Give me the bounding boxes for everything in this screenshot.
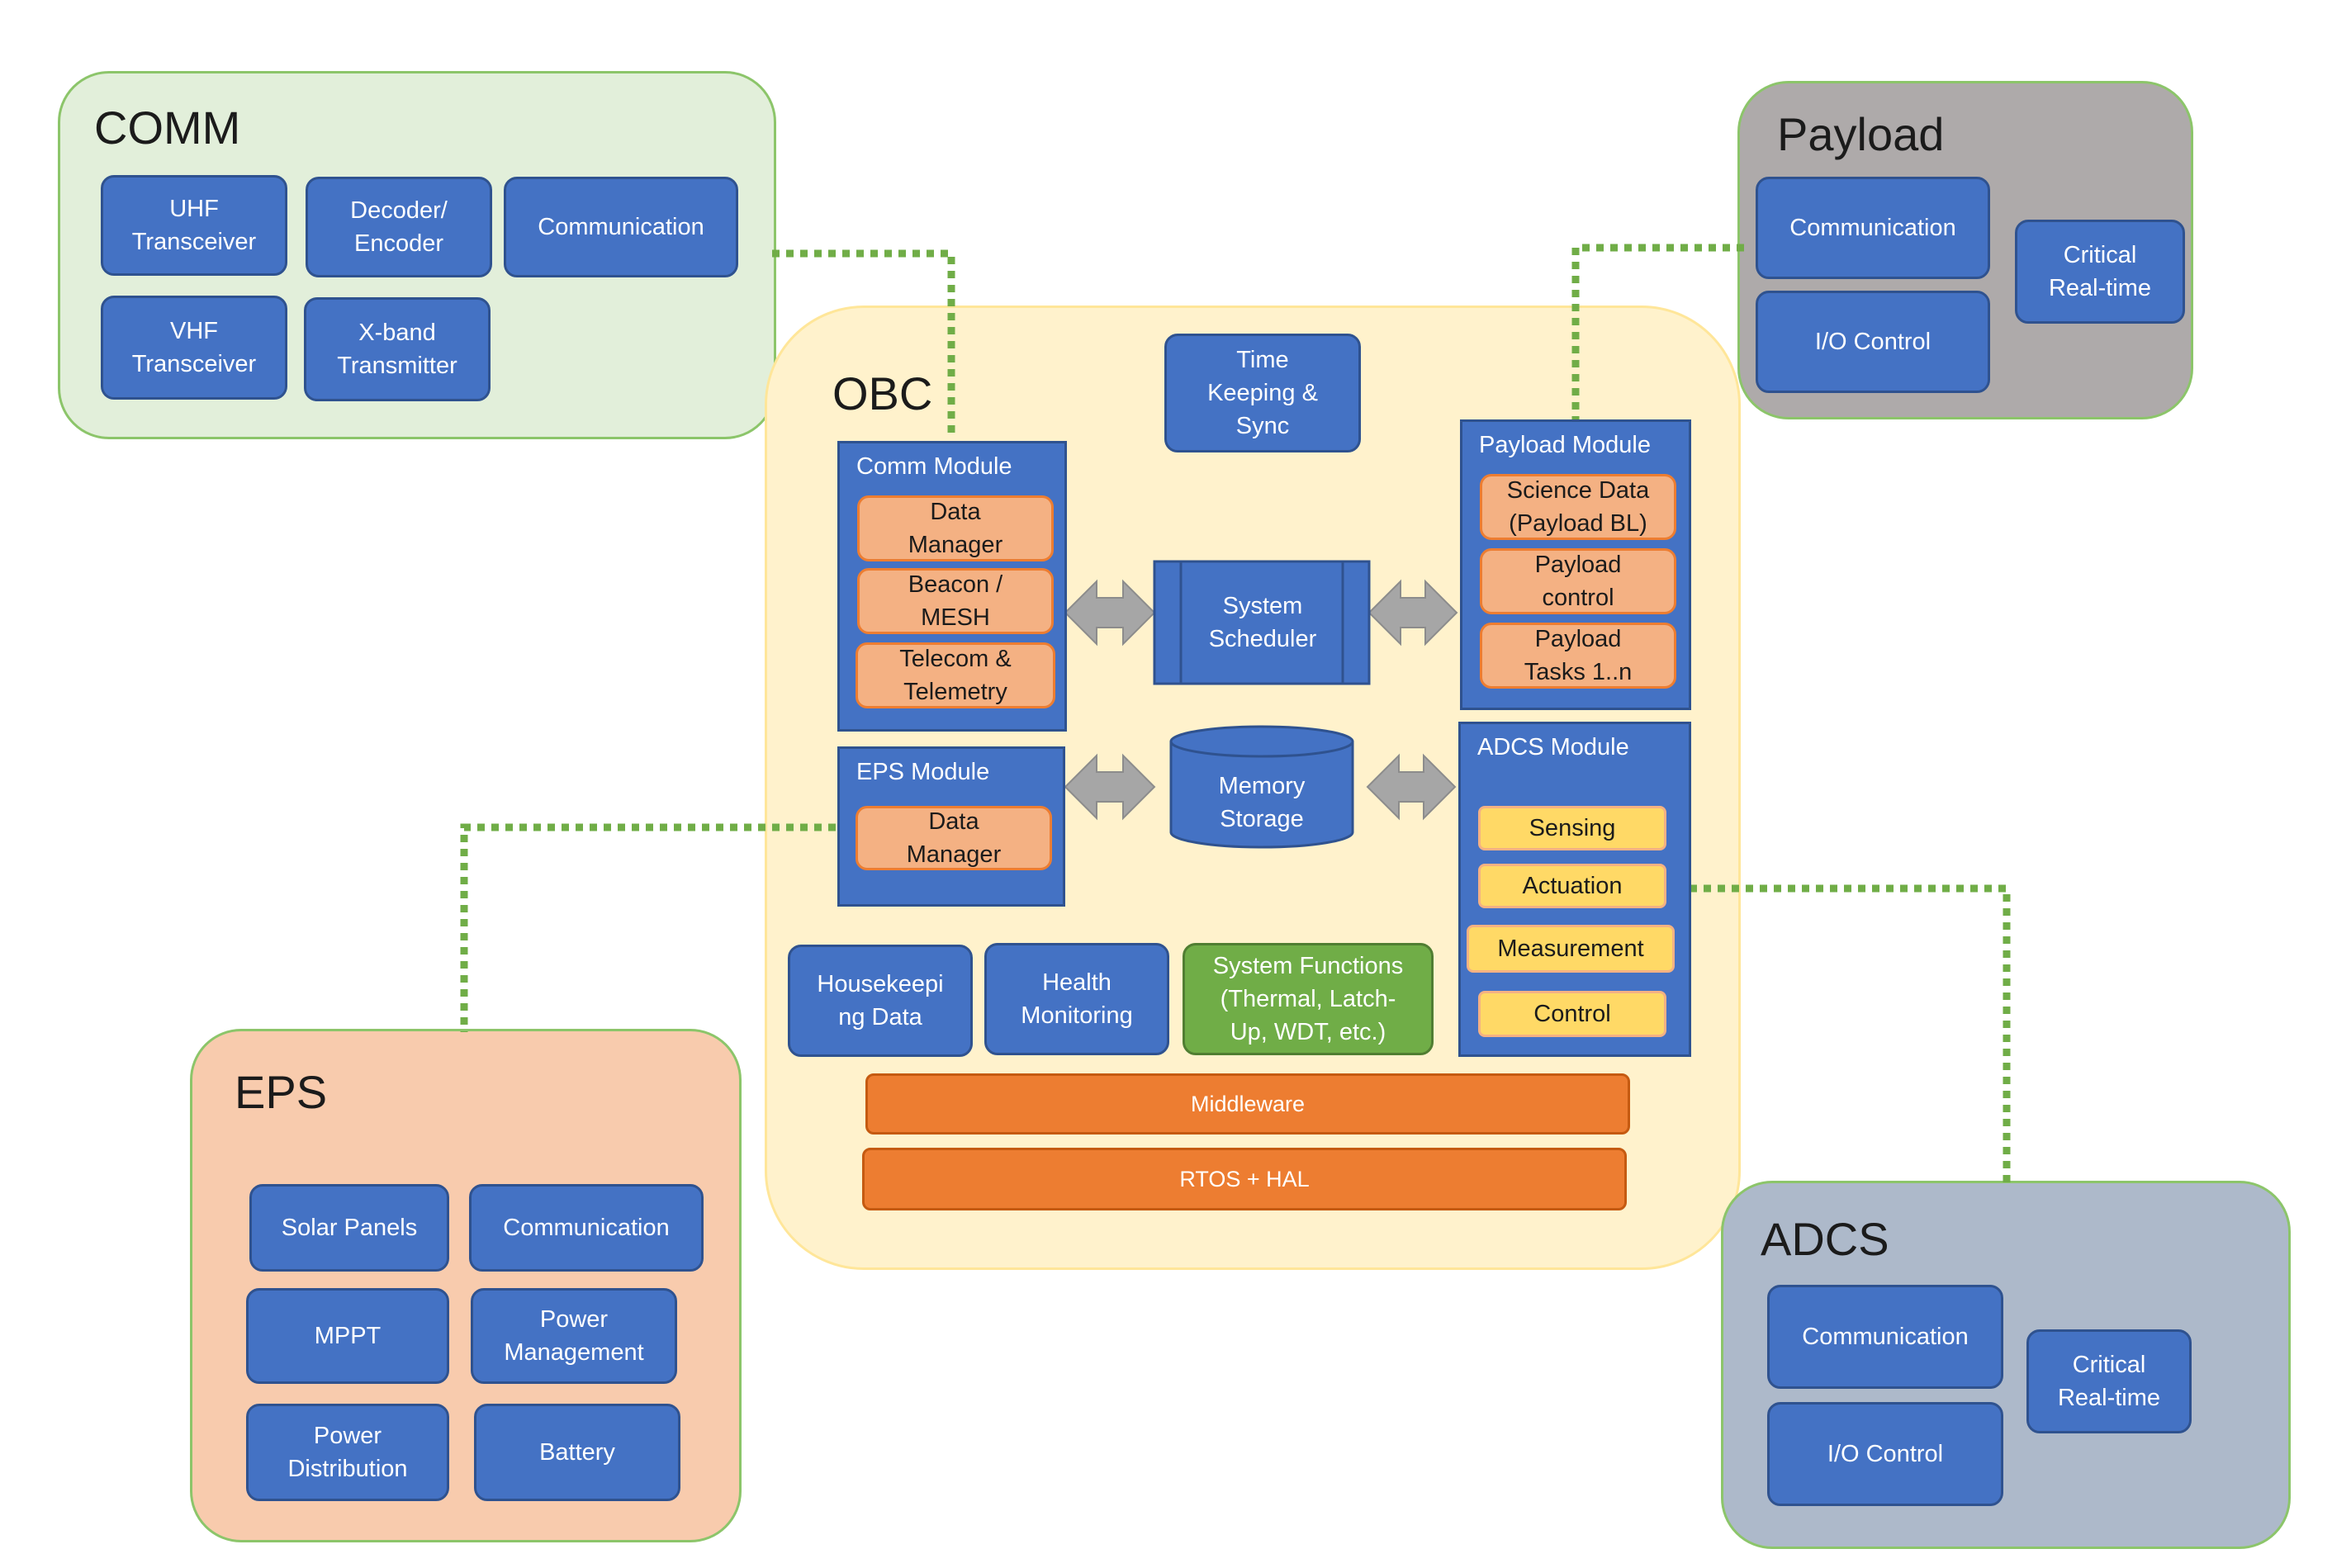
memory-storage-label[interactable]: Memory Storage [1218,772,1306,832]
adcs-communication-block[interactable]: Communication [1767,1285,2003,1389]
payload-module-title: Payload Module [1479,432,1651,458]
control-block[interactable]: Control [1478,991,1666,1037]
mppt-block[interactable]: MPPT [246,1288,449,1384]
vhf-transceiver-block[interactable]: VHF Transceiver [101,296,287,400]
xband-transmitter-block[interactable]: X-band Transmitter [304,297,491,401]
double-arrow-eps-memory [1064,753,1156,821]
measurement-block[interactable]: Measurement [1467,925,1675,973]
adcs-io-control-block[interactable]: I/O Control [1767,1402,2003,1506]
system-functions-block[interactable]: System Functions (Thermal, Latch- Up, WD… [1183,943,1434,1055]
science-data-block[interactable]: Science Data (Payload BL) [1480,474,1676,540]
middleware-bar[interactable]: Middleware [865,1073,1630,1135]
obc-title: OBC [832,367,933,419]
adcs-title: ADCS [1761,1213,1889,1265]
eps-module-title: EPS Module [856,759,990,785]
comm-module-title: Comm Module [856,453,1012,480]
comm-data-manager-block[interactable]: Data Manager [857,495,1054,561]
double-arrow-comm-scheduler [1064,579,1156,647]
decoder-encoder-block[interactable]: Decoder/ Encoder [306,177,492,277]
battery-block[interactable]: Battery [474,1404,680,1501]
payload-tasks-block[interactable]: Payload Tasks 1..n [1480,623,1676,689]
adcs-critical-realtime-block[interactable]: Critical Real-time [2026,1329,2192,1433]
payload-communication-block[interactable]: Communication [1756,177,1990,279]
memory-storage-shape [1169,725,1354,849]
payload-title: Payload [1777,108,1945,160]
rtos-hal-bar[interactable]: RTOS + HAL [862,1148,1627,1210]
time-keeping-block[interactable]: Time Keeping & Sync [1164,334,1361,452]
adcs-obc-connector [1690,884,2011,1186]
power-distribution-block[interactable]: Power Distribution [246,1404,449,1501]
solar-panels-block[interactable]: Solar Panels [249,1184,449,1272]
payload-critical-realtime-block[interactable]: Critical Real-time [2015,220,2185,324]
comm-obc-connector [772,249,955,439]
power-management-block[interactable]: Power Management [471,1288,677,1384]
comm-title: COMM [94,102,241,154]
adcs-module-title: ADCS Module [1477,734,1629,760]
payload-control-block[interactable]: Payload control [1480,548,1676,614]
telecom-telemetry-block[interactable]: Telecom & Telemetry [856,642,1055,708]
double-arrow-scheduler-payload [1367,579,1458,647]
sensing-block[interactable]: Sensing [1478,806,1666,850]
eps-obc-connector [460,823,836,1032]
eps-communication-block[interactable]: Communication [469,1184,704,1272]
double-arrow-memory-adcs [1366,753,1457,821]
system-scheduler-label[interactable]: System Scheduler [1208,592,1317,652]
eps-title: EPS [235,1066,328,1118]
system-scheduler-shape [1153,560,1371,685]
actuation-block[interactable]: Actuation [1478,864,1666,908]
housekeeping-data-block[interactable]: Housekeepi ng Data [788,945,973,1057]
payload-obc-connector [1571,244,1744,421]
comm-communication-block[interactable]: Communication [504,177,738,277]
uhf-transceiver-block[interactable]: UHF Transceiver [101,175,287,276]
eps-data-manager-block[interactable]: Data Manager [856,806,1052,870]
payload-io-control-block[interactable]: I/O Control [1756,291,1990,393]
beacon-mesh-block[interactable]: Beacon / MESH [857,568,1054,634]
health-monitoring-block[interactable]: Health Monitoring [984,943,1169,1055]
